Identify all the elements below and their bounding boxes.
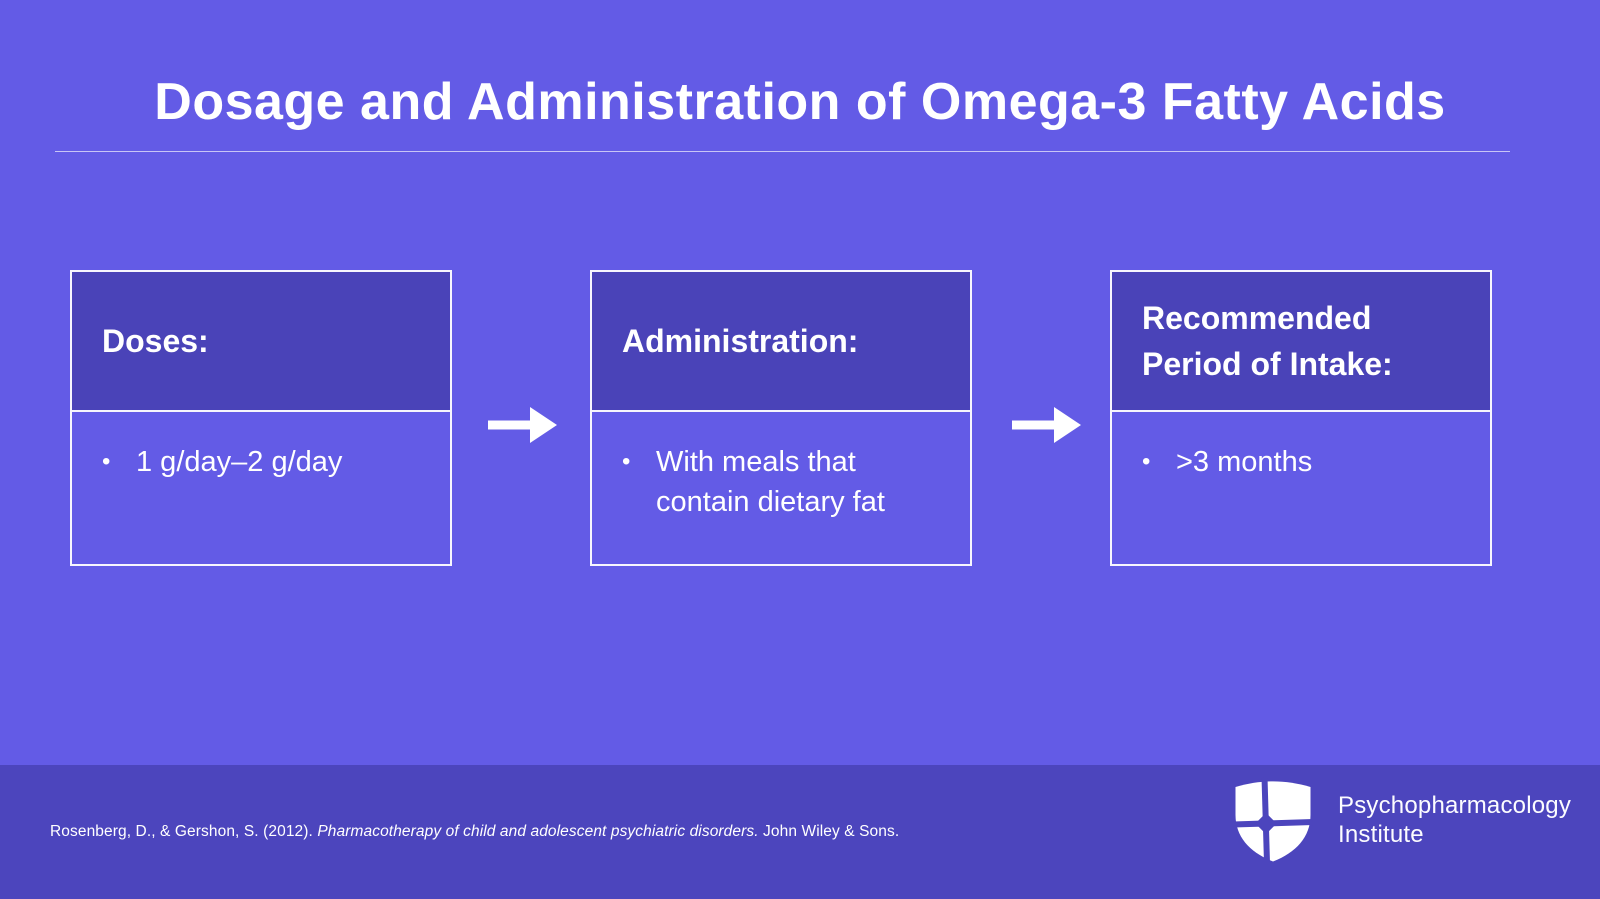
- right-arrow-icon: [488, 407, 557, 443]
- bullet-text: >3 months: [1176, 446, 1313, 478]
- flow-box-doses: Doses: • 1 g/day–2 g/day: [70, 270, 452, 566]
- box-header-administration: Administration:: [592, 272, 970, 412]
- title-divider-line: [55, 151, 1510, 152]
- flow-box-recommended-period: Recommended Period of Intake: • >3 month…: [1110, 270, 1492, 566]
- box-body-administration: • With meals that contain dietary fat: [592, 412, 970, 522]
- shield-cross-icon: [1233, 777, 1313, 863]
- bullet-text: With meals that contain dietary fat: [656, 446, 885, 519]
- slide-title: Dosage and Administration of Omega-3 Fat…: [154, 73, 1446, 131]
- box-header-recommended-period: Recommended Period of Intake:: [1112, 272, 1490, 412]
- logo-text-line2: Institute: [1338, 821, 1424, 848]
- bullet-item: • 1 g/day–2 g/day: [102, 442, 432, 482]
- citation-suffix: John Wiley & Sons.: [758, 823, 900, 840]
- box-header-doses: Doses:: [72, 272, 450, 412]
- box-body-doses: • 1 g/day–2 g/day: [72, 412, 450, 482]
- citation-italic-title: Pharmacotherapy of child and adolescent …: [317, 823, 759, 840]
- bullet-dot: •: [1142, 448, 1151, 475]
- bullet-text: 1 g/day–2 g/day: [136, 446, 343, 478]
- right-arrow-icon: [1012, 407, 1081, 443]
- logo-text-line1: Psychopharmacology: [1338, 792, 1572, 819]
- citation-prefix: Rosenberg, D., & Gershon, S. (2012).: [50, 823, 318, 840]
- flow-box-administration: Administration: • With meals that contai…: [590, 270, 972, 566]
- box-header-label: Administration:: [622, 322, 859, 359]
- bullet-item: • >3 months: [1142, 442, 1472, 482]
- bullet-dot: •: [102, 448, 111, 475]
- bullet-dot: •: [622, 448, 631, 475]
- citation: Rosenberg, D., & Gershon, S. (2012). Pha…: [50, 765, 899, 899]
- bullet-item: • With meals that contain dietary fat: [622, 442, 952, 522]
- footer-band: Rosenberg, D., & Gershon, S. (2012). Pha…: [0, 765, 1600, 899]
- box-header-label: Doses:: [102, 322, 209, 359]
- logo-text: Psychopharmacology Institute: [1338, 791, 1571, 849]
- psychopharmacology-institute-logo: Psychopharmacology Institute: [1233, 777, 1571, 863]
- box-body-recommended-period: • >3 months: [1112, 412, 1490, 482]
- box-header-label: Recommended Period of Intake:: [1142, 299, 1393, 382]
- citation-text: Rosenberg, D., & Gershon, S. (2012). Pha…: [50, 823, 899, 841]
